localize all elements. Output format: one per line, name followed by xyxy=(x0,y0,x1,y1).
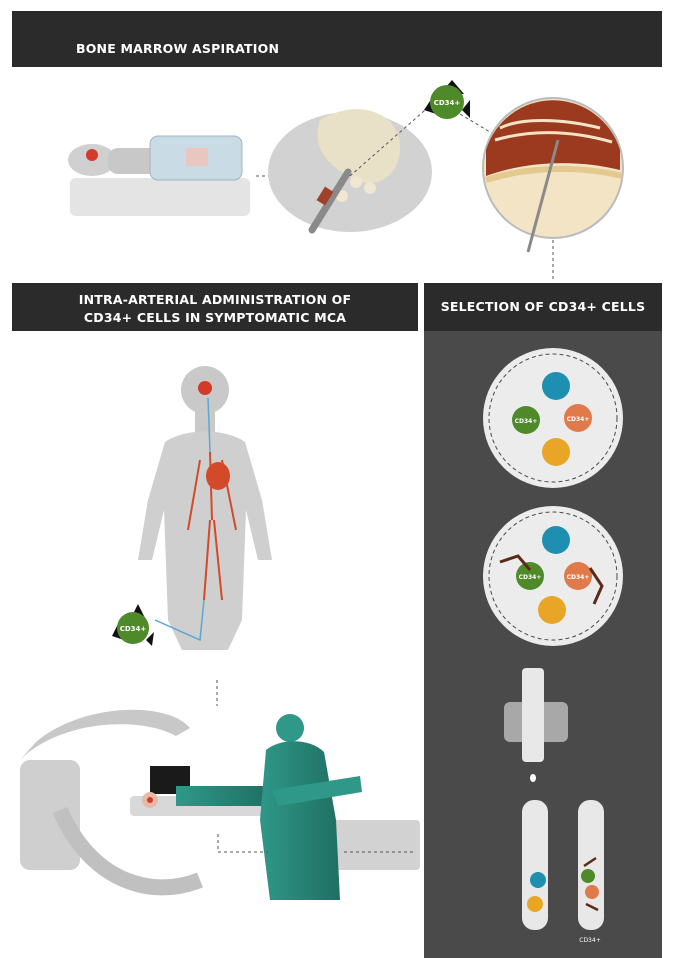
tube-cd34-label: CD34+ xyxy=(579,937,600,944)
pelvis-needle-illustration xyxy=(268,109,432,232)
human-body-illustration xyxy=(138,366,272,650)
selection-bottom-orange-label: CD34+ xyxy=(567,574,590,581)
cell-mixture-dish-top xyxy=(483,348,623,488)
bone-cross-section-icon xyxy=(483,98,623,252)
surgeon-illustration xyxy=(260,714,362,900)
brain-target-icon xyxy=(198,381,212,395)
heart-icon xyxy=(206,462,230,490)
selection-top-green-label: CD34+ xyxy=(515,418,538,425)
sterile-site xyxy=(186,148,208,166)
blue-cell-icon xyxy=(542,372,570,400)
head-marker-icon xyxy=(86,149,98,161)
magnetic-separator-icon xyxy=(504,668,568,782)
angiography-room-illustration xyxy=(20,710,420,888)
selection-top-orange-label: CD34+ xyxy=(567,416,590,423)
tube-mixed-cells-icon xyxy=(522,800,548,930)
injected-cell-label: CD34+ xyxy=(120,625,147,633)
cell-mixture-dish-bottom xyxy=(483,506,623,646)
selection-bottom-green-label: CD34+ xyxy=(519,574,542,581)
yellow-cell-icon xyxy=(542,438,570,466)
marrow-cell-label: CD34+ xyxy=(434,99,461,107)
patient-lying-illustration xyxy=(68,136,250,216)
tube-selected-cd34-icon xyxy=(578,800,604,930)
